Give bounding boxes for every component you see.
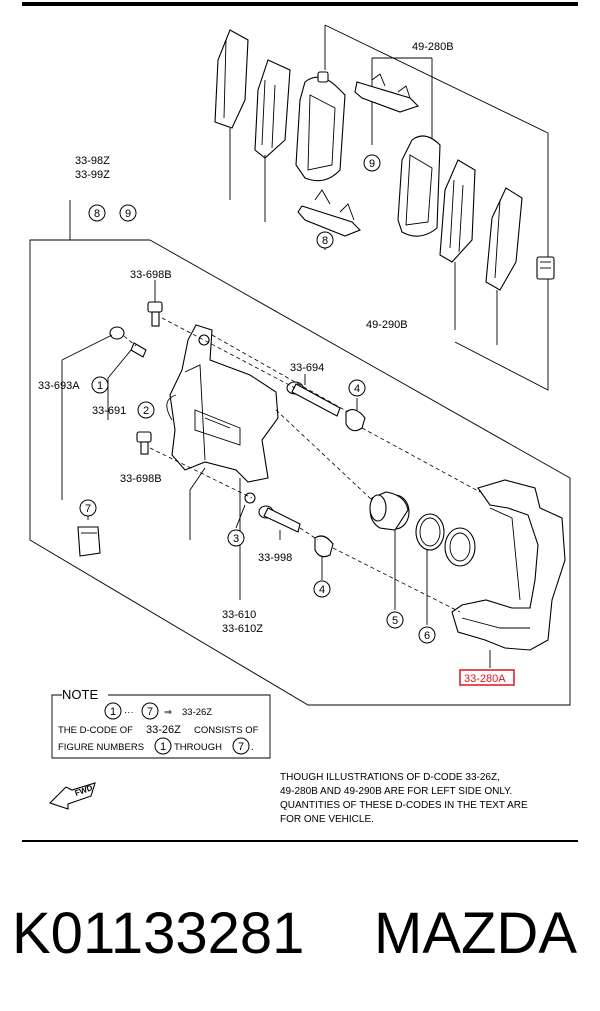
disclaimer-line-2: 49-280B AND 49-290B ARE FOR LEFT SIDE ON… xyxy=(280,786,512,797)
pad-shim-outer-left xyxy=(214,29,249,129)
disclaimer: THOUGH ILLUSTRATIONS OF D-CODE 33-26Z, 4… xyxy=(280,772,528,825)
callout-7: 7 xyxy=(79,499,97,517)
highlight-box-33-280A xyxy=(459,669,515,686)
note-heading: NOTE xyxy=(62,687,98,702)
disclaimer-line-3: QUANTITIES OF THESE D-CODES IN THE TEXT … xyxy=(280,800,528,811)
callout-3: 3 xyxy=(227,529,245,547)
label-49-290B: 49-290B xyxy=(366,319,408,331)
callout-8-top: 8 xyxy=(88,204,106,222)
assembly-lines xyxy=(123,317,481,613)
callout-number: 5 xyxy=(392,615,398,627)
caliper-panel xyxy=(29,239,571,706)
callout-5: 5 xyxy=(386,611,404,629)
caliper-body xyxy=(166,324,279,483)
disclaimer-line-1: THOUGH ILLUSTRATIONS OF D-CODE 33-26Z, xyxy=(280,772,500,783)
pin-bushing xyxy=(244,492,256,504)
label-33-280A: 33-280A xyxy=(464,673,506,685)
brake-pad-left xyxy=(295,71,346,182)
note-line1-pre: THE D-CODE OF xyxy=(58,725,133,736)
label-33-610Z: 33-610Z xyxy=(222,623,263,635)
pad-shim-outer-right xyxy=(485,187,523,291)
callout-number: 3 xyxy=(233,533,239,545)
callout-number: 4 xyxy=(354,383,360,395)
label-33-698B-bottom: 33-698B xyxy=(120,473,162,485)
top-rule xyxy=(22,2,578,6)
label-33-698B-top: 33-698B xyxy=(130,269,172,281)
callout-number: 6 xyxy=(424,630,430,642)
note-first-number: 1 xyxy=(110,706,116,718)
callout-number: 4 xyxy=(319,584,325,596)
callout-9-kit: 9 xyxy=(363,154,381,172)
pin-boot-upper xyxy=(345,409,366,432)
callout-number: 9 xyxy=(369,158,375,170)
note-line1-post: CONSISTS OF xyxy=(194,725,259,736)
note-line2-mid: THROUGH xyxy=(174,742,222,753)
anti-rattle-clip-top xyxy=(354,73,420,113)
callout-number: 8 xyxy=(94,208,100,220)
label-33-693A: 33-693A xyxy=(38,380,80,392)
pad-shim-inner-right xyxy=(439,159,476,263)
callout-6: 6 xyxy=(418,626,436,644)
callout-2: 2 xyxy=(137,401,155,419)
label-33-691: 33-691 xyxy=(92,405,126,417)
guide-bolt-bottom xyxy=(136,431,152,455)
pin-boot-lower xyxy=(314,535,334,558)
fwd-arrow-icon: FWD xyxy=(48,782,96,810)
note-last-number: 7 xyxy=(147,706,153,718)
callout-number: 9 xyxy=(125,208,131,220)
label-33-694: 33-694 xyxy=(290,362,324,374)
anti-rattle-clip-bottom xyxy=(297,189,361,237)
caliper-piston xyxy=(369,491,410,531)
guide-pin-lower xyxy=(258,505,301,533)
callout-number: 7 xyxy=(85,503,91,515)
callout-9-top: 9 xyxy=(119,204,137,222)
callout-4-upper: 4 xyxy=(348,379,366,397)
label-33-610: 33-610 xyxy=(222,609,256,621)
note-line2-first: 1 xyxy=(160,741,166,753)
pad-clip xyxy=(77,526,101,557)
note-arrow: ⇒ xyxy=(164,707,172,718)
piston-seal xyxy=(415,513,476,567)
callout-4-lower: 4 xyxy=(313,580,331,598)
callout-number: 8 xyxy=(322,235,328,247)
callout-number: 2 xyxy=(143,405,149,417)
bottom-rule xyxy=(22,840,578,842)
note-line2-last: 7 xyxy=(238,741,244,753)
note-line2-pre: FIGURE NUMBERS xyxy=(58,742,144,753)
footer-brand: MAZDA xyxy=(374,901,577,966)
bleeder-cap xyxy=(109,326,125,340)
bleeder-screw xyxy=(130,342,147,358)
note-line1-code: 33-26Z xyxy=(146,724,181,736)
label-49-280B: 49-280B xyxy=(412,41,454,53)
label-33-998: 33-998 xyxy=(258,552,292,564)
caliper-bracket xyxy=(451,479,566,651)
label-33-98Z: 33-98Z xyxy=(75,155,110,167)
brake-pad-right xyxy=(397,135,441,237)
note-box: NOTE 1 ··· 7 ⇒ 33-26Z THE D-CODE OF 33-2… xyxy=(51,687,271,759)
callout-8-kit: 8 xyxy=(316,231,334,249)
callout-1: 1 xyxy=(91,376,109,394)
disclaimer-line-4: FOR ONE VEHICLE. xyxy=(280,814,374,825)
guide-pin-upper xyxy=(286,381,341,417)
footer-part-number: K01133281 xyxy=(12,901,304,966)
note-ellipsis: ··· xyxy=(124,707,134,718)
wear-indicator xyxy=(536,256,555,280)
label-33-99Z: 33-99Z xyxy=(75,169,110,181)
guide-bolt-top xyxy=(147,301,163,327)
pad-shim-inner-left xyxy=(254,59,291,159)
callout-number: 1 xyxy=(97,380,103,392)
note-range-to: 33-26Z xyxy=(182,707,212,718)
note-period: . xyxy=(251,742,254,753)
